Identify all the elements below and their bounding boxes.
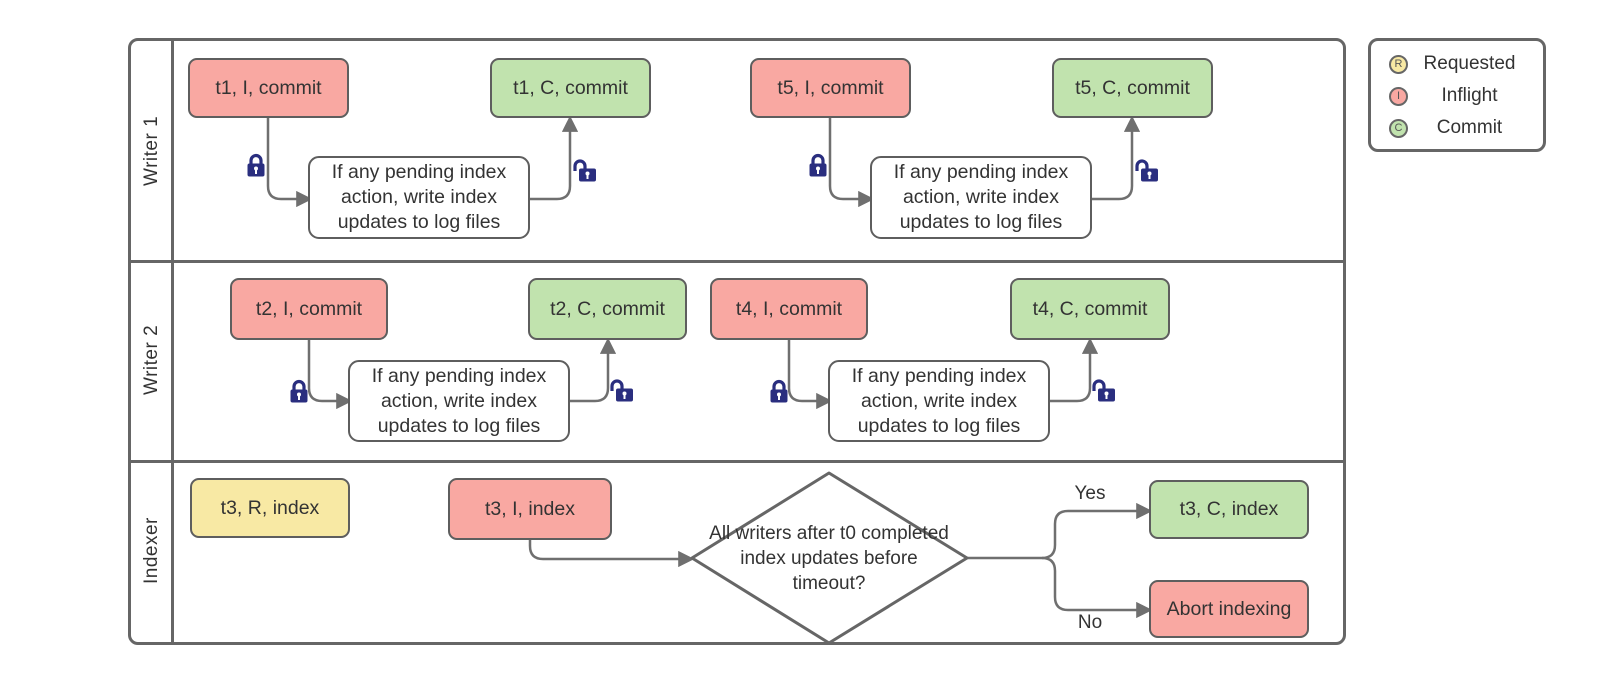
node-t3-requested: t3, R, index	[190, 478, 350, 538]
legend-label: Commit	[1436, 117, 1503, 138]
legend: R Requested I Inflight C Commit	[1368, 38, 1546, 152]
decision-diamond	[690, 471, 969, 645]
lane-header-column	[131, 41, 174, 642]
legend-label: Inflight	[1441, 85, 1498, 106]
lock-open-icon	[1133, 157, 1158, 183]
lock-closed-icon	[244, 152, 268, 178]
node-process-4: If any pending index action, write index…	[828, 360, 1050, 442]
arrow-process-to-t1-commit	[530, 115, 579, 201]
lock-closed-icon	[806, 152, 830, 178]
inflight-badge-icon: I	[1389, 86, 1408, 106]
node-t1-commit: t1, C, commit	[490, 58, 651, 118]
lock-closed-icon	[287, 378, 311, 404]
lock-open-icon	[608, 377, 633, 403]
arrow-process-to-t4-commit	[1050, 337, 1099, 403]
node-t1-inflight: t1, I, commit	[188, 58, 349, 118]
node-process-3: If any pending index action, write index…	[348, 360, 570, 442]
requested-badge-icon: R	[1389, 54, 1408, 74]
node-t3-commit: t3, C, index	[1149, 480, 1309, 539]
arrow-t3-to-decision	[528, 540, 695, 568]
arrow-decision-no	[1041, 556, 1153, 619]
branch-label-no: No	[1077, 612, 1103, 633]
decision-text: All writers after t0 completed index upd…	[709, 522, 949, 594]
node-t5-commit: t5, C, commit	[1052, 58, 1213, 118]
node-t5-inflight: t5, I, commit	[750, 58, 911, 118]
legend-label: Requested	[1423, 53, 1516, 74]
arrow-process-to-t2-commit	[570, 337, 617, 403]
commit-badge-icon: C	[1389, 118, 1408, 138]
arrow-t4-to-process	[787, 340, 833, 410]
node-process-2: If any pending index action, write index…	[870, 156, 1092, 239]
lock-open-icon	[571, 157, 596, 183]
legend-item-commit: C Commit	[1389, 115, 1531, 141]
arrow-t5-to-process	[828, 118, 875, 208]
legend-item-inflight: I Inflight	[1389, 83, 1531, 109]
arrow-t2-to-process	[307, 340, 353, 410]
lane-divider	[131, 260, 1343, 263]
arrow-process-to-t5-commit	[1092, 115, 1141, 201]
node-t4-commit: t4, C, commit	[1010, 278, 1170, 340]
node-t2-commit: t2, C, commit	[528, 278, 687, 340]
lock-closed-icon	[767, 378, 791, 404]
lock-open-icon	[1090, 377, 1115, 403]
arrow-t1-to-process	[266, 118, 313, 208]
legend-item-requested: R Requested	[1389, 51, 1531, 77]
node-t4-inflight: t4, I, commit	[710, 278, 868, 340]
node-t2-inflight: t2, I, commit	[230, 278, 388, 340]
node-abort-indexing: Abort indexing	[1149, 580, 1309, 638]
branch-label-yes: Yes	[1074, 483, 1106, 504]
swimlane-pool: Writer 1 Writer 2 Indexer	[128, 38, 1346, 645]
node-process-1: If any pending index action, write index…	[308, 156, 530, 239]
lane-divider	[131, 460, 1343, 463]
node-t3-inflight: t3, I, index	[448, 478, 612, 540]
arrow-decision-yes	[967, 502, 1153, 560]
